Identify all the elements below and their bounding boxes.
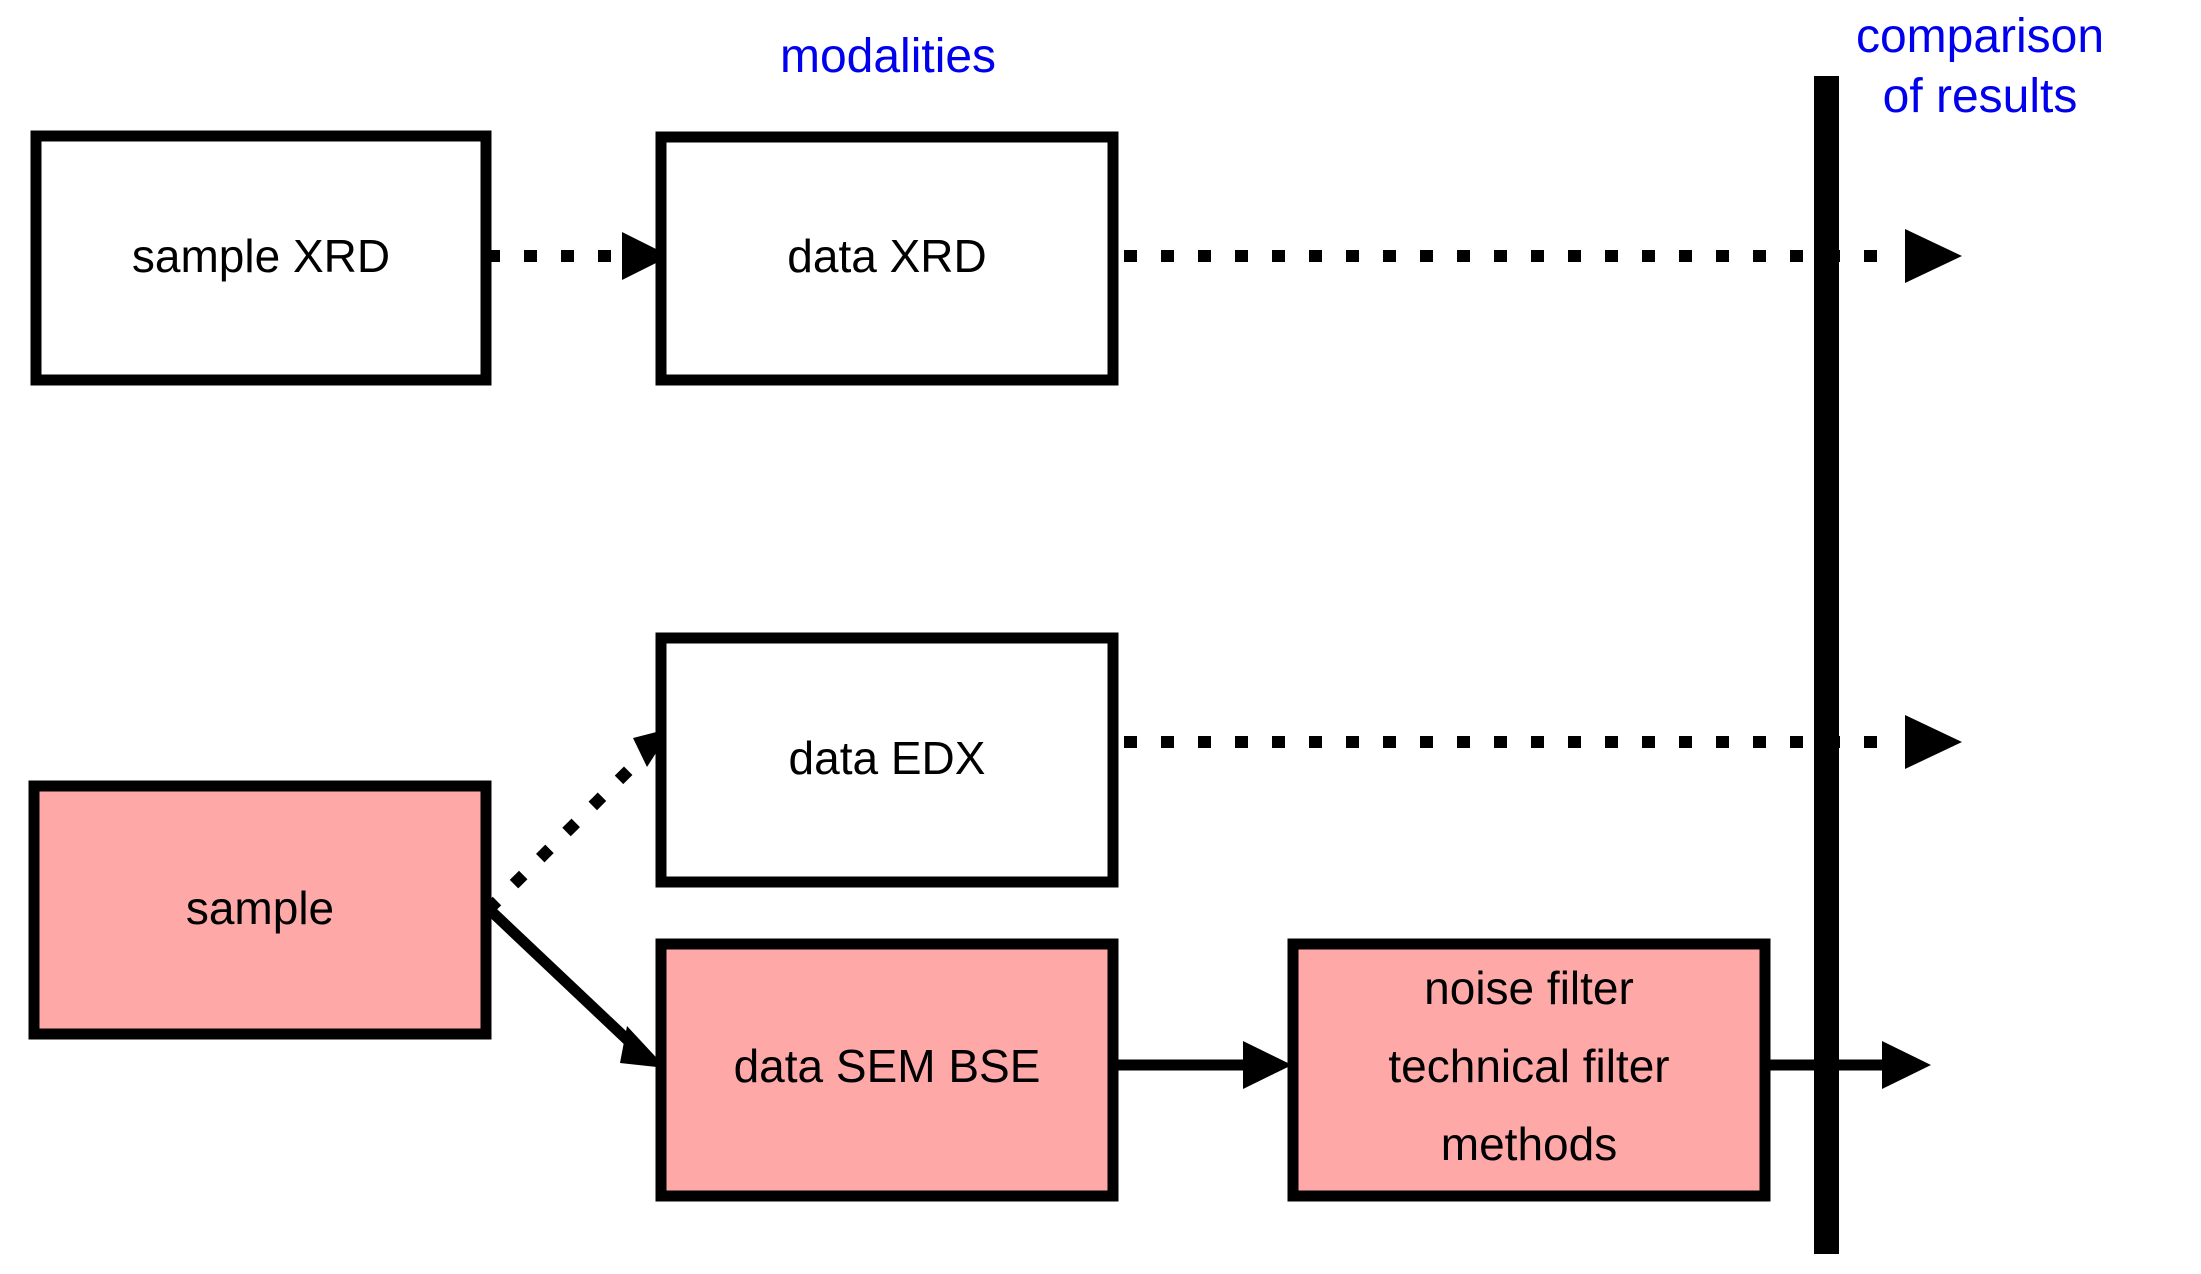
node-label-line2: technical filter bbox=[1388, 1040, 1669, 1092]
annotation-comparison-line2: of results bbox=[1883, 70, 2078, 123]
node-label: data SEM BSE bbox=[734, 1040, 1041, 1092]
node-label: sample bbox=[186, 882, 334, 934]
node-label-line1: noise filter bbox=[1424, 962, 1634, 1014]
node-label: data EDX bbox=[789, 732, 986, 784]
annotation-comparison-line1: comparison bbox=[1856, 10, 2104, 63]
edge-sample-to-data-edx bbox=[483, 728, 672, 915]
node-box bbox=[655, 131, 1119, 386]
node-filter-methods[interactable]: noise filter technical filter methods bbox=[1287, 938, 1771, 1202]
edge-filter-methods-to-comparison bbox=[1770, 1041, 1931, 1089]
node-data-edx[interactable]: data EDX bbox=[655, 632, 1119, 888]
annotation-modalities: modalities bbox=[780, 30, 996, 83]
edge-data-edx-to-comparison bbox=[1124, 715, 1962, 769]
node-data-sem-bse[interactable]: data SEM BSE bbox=[655, 938, 1119, 1202]
node-box bbox=[30, 130, 492, 386]
node-data-xrd[interactable]: data XRD bbox=[655, 131, 1119, 386]
node-box bbox=[1287, 938, 1771, 1202]
edge-data-xrd-to-comparison bbox=[1124, 229, 1962, 283]
node-box bbox=[655, 938, 1119, 1202]
edge-line bbox=[483, 752, 647, 915]
node-label-line3: methods bbox=[1441, 1118, 1617, 1170]
arrowhead-icon bbox=[622, 232, 670, 280]
node-label: data XRD bbox=[787, 230, 986, 282]
node-label: sample XRD bbox=[132, 230, 390, 282]
node-sample-xrd[interactable]: sample XRD bbox=[30, 130, 492, 386]
node-sample[interactable]: sample bbox=[28, 780, 492, 1040]
edge-sample-xrd-to-data-xrd bbox=[487, 232, 670, 280]
arrowhead-icon bbox=[1882, 1041, 1931, 1089]
edge-data-sem-bse-to-filter-methods bbox=[1118, 1041, 1292, 1089]
comparison-divider-bar bbox=[1814, 76, 1839, 1254]
edge-line bbox=[486, 906, 640, 1052]
arrowhead-icon bbox=[1905, 715, 1962, 769]
node-box bbox=[655, 632, 1119, 888]
arrowhead-icon bbox=[1243, 1041, 1292, 1089]
arrowhead-icon bbox=[620, 1026, 666, 1068]
node-box bbox=[28, 780, 492, 1040]
arrowhead-icon bbox=[1905, 229, 1962, 283]
edge-sample-to-data-sem-bse bbox=[486, 906, 666, 1068]
